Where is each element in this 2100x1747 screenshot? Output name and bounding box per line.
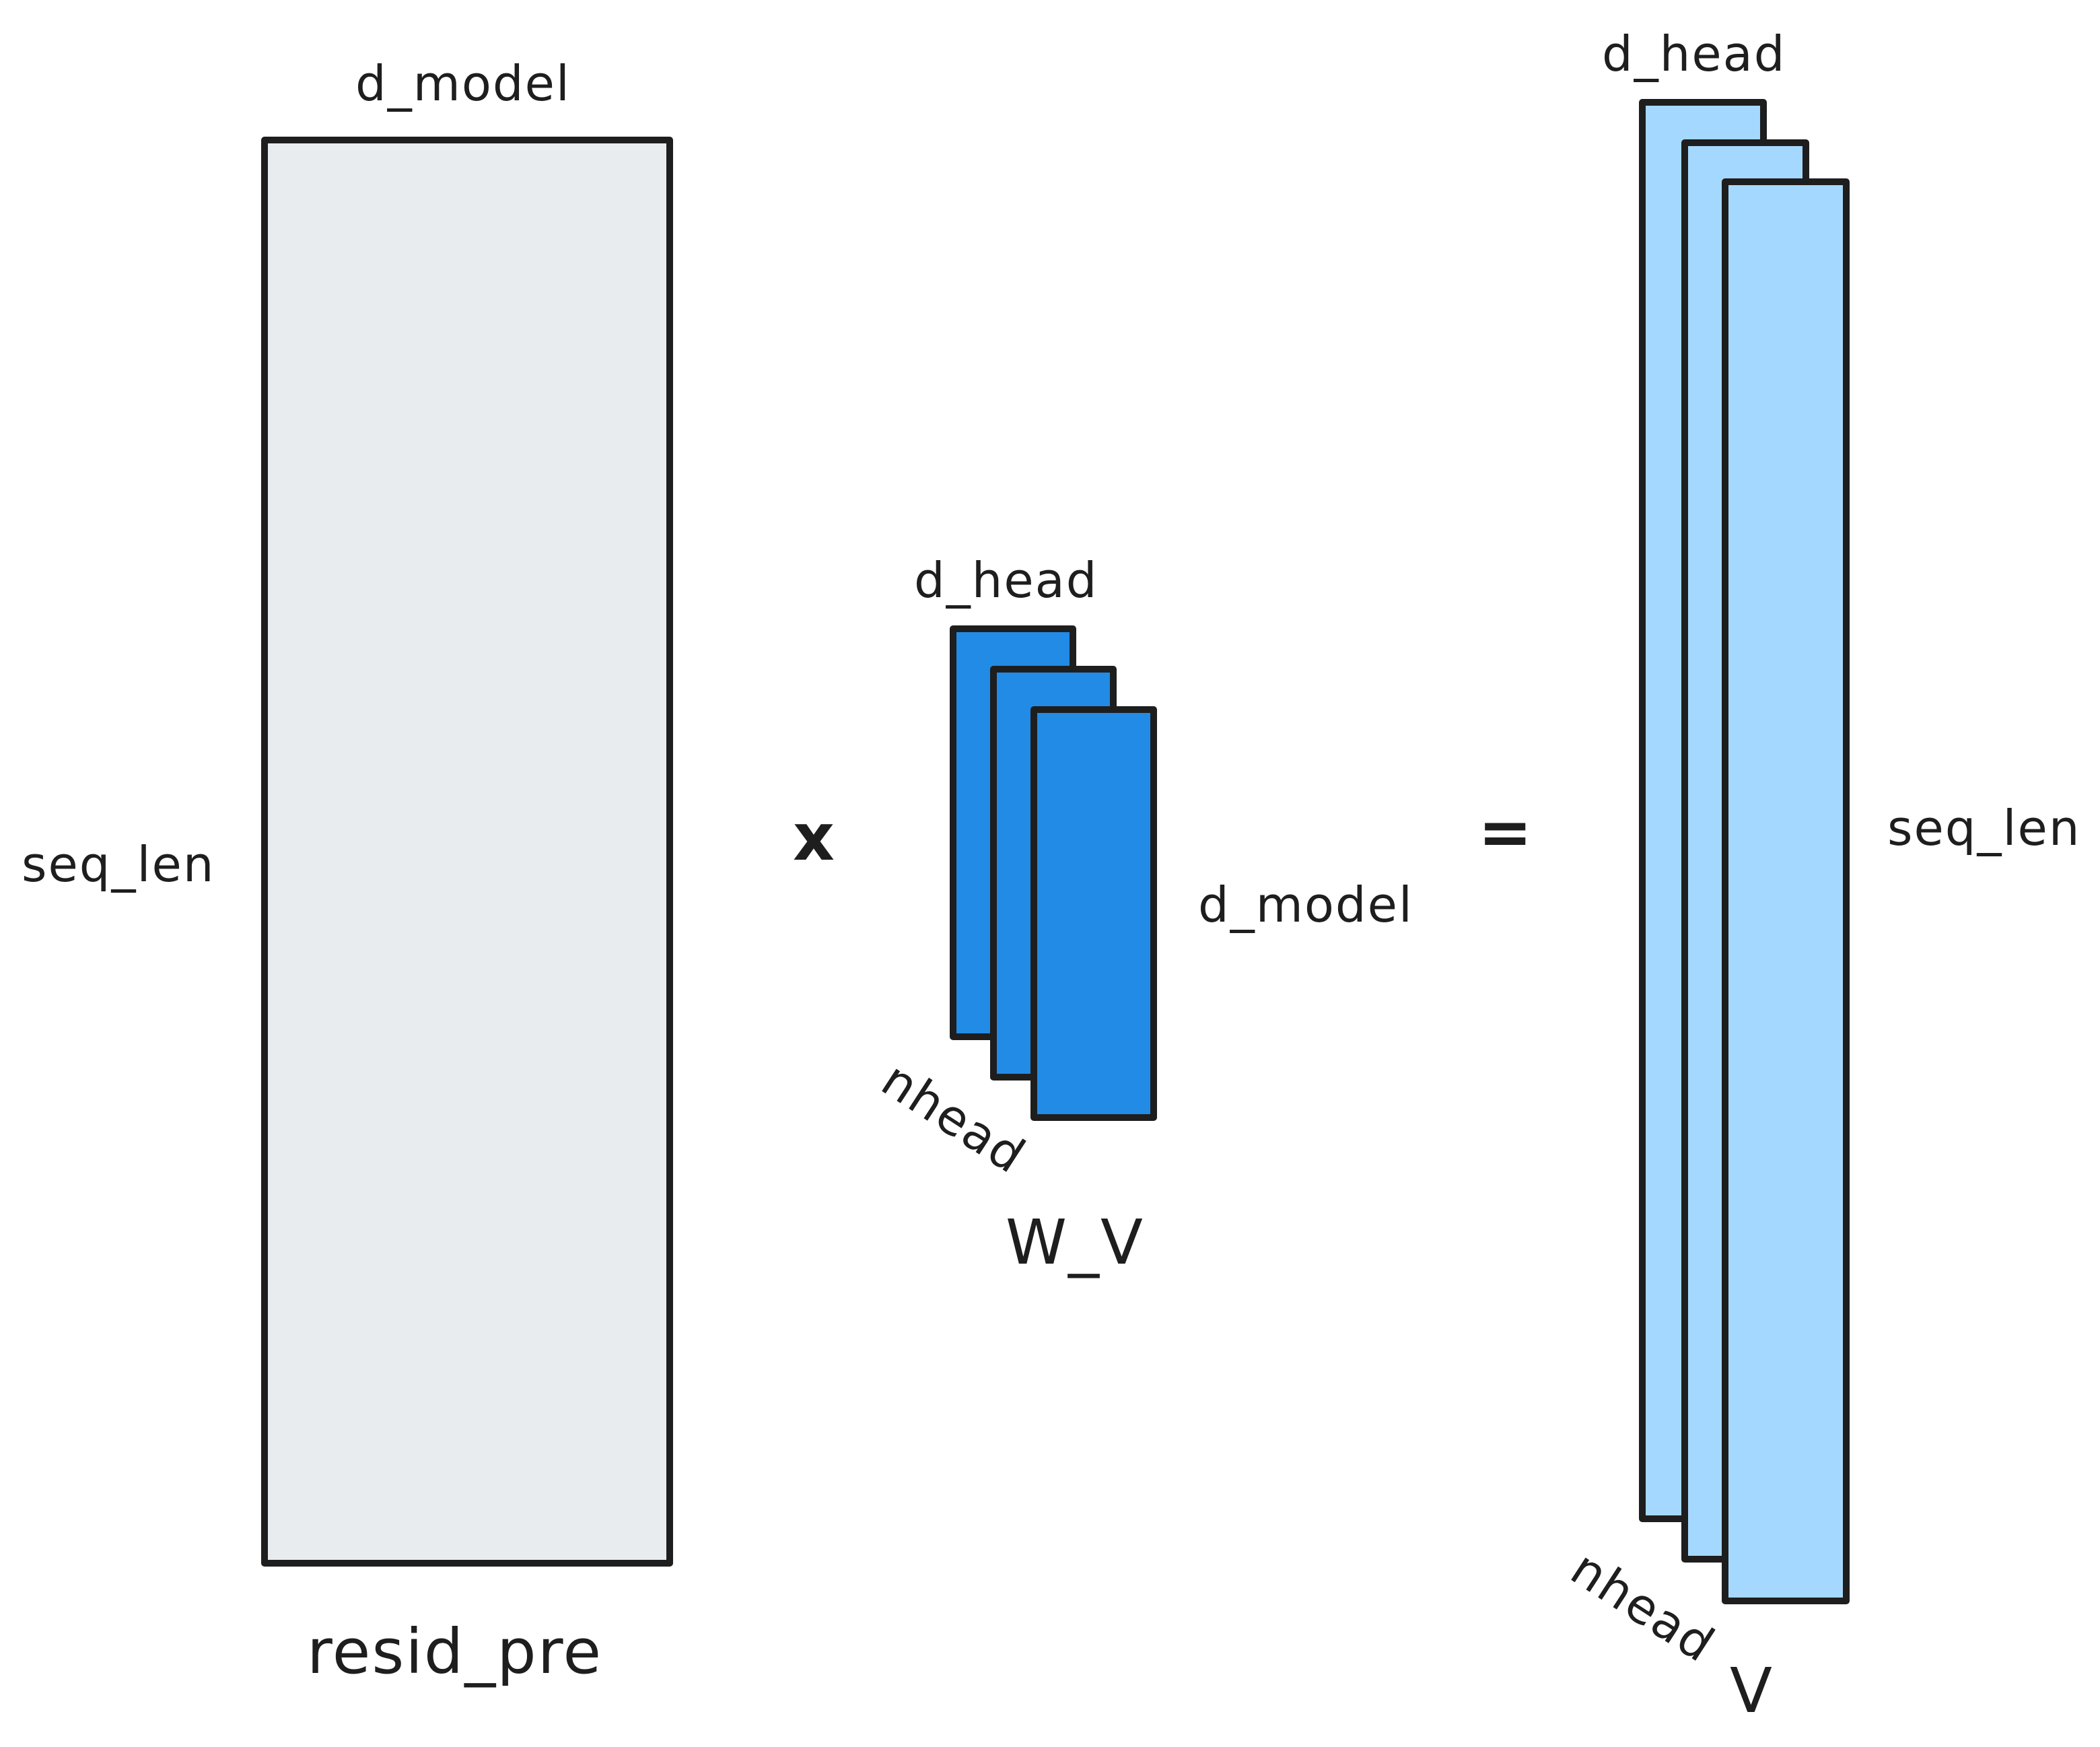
v-head-3 xyxy=(1722,178,1850,1604)
w-v-name-label: W_V xyxy=(1006,1206,1144,1278)
resid-pre-top-dim-label: d_model xyxy=(355,55,571,112)
resid-pre-name-label: resid_pre xyxy=(307,1616,603,1688)
w-v-side-dim-label: d_model xyxy=(1198,877,1413,933)
w-v-top-dim-label: d_head xyxy=(914,552,1098,609)
v-side-dim-label: seq_len xyxy=(1887,800,2081,856)
v-name-label: V xyxy=(1730,1655,1774,1727)
v-top-dim-label: d_head xyxy=(1602,26,1786,82)
w-v-head-3 xyxy=(1030,706,1157,1121)
multiply-operator: x xyxy=(793,800,836,875)
resid-pre-side-dim-label: seq_len xyxy=(22,836,215,893)
equals-operator: = xyxy=(1478,794,1534,870)
resid-pre-matrix xyxy=(261,137,673,1567)
